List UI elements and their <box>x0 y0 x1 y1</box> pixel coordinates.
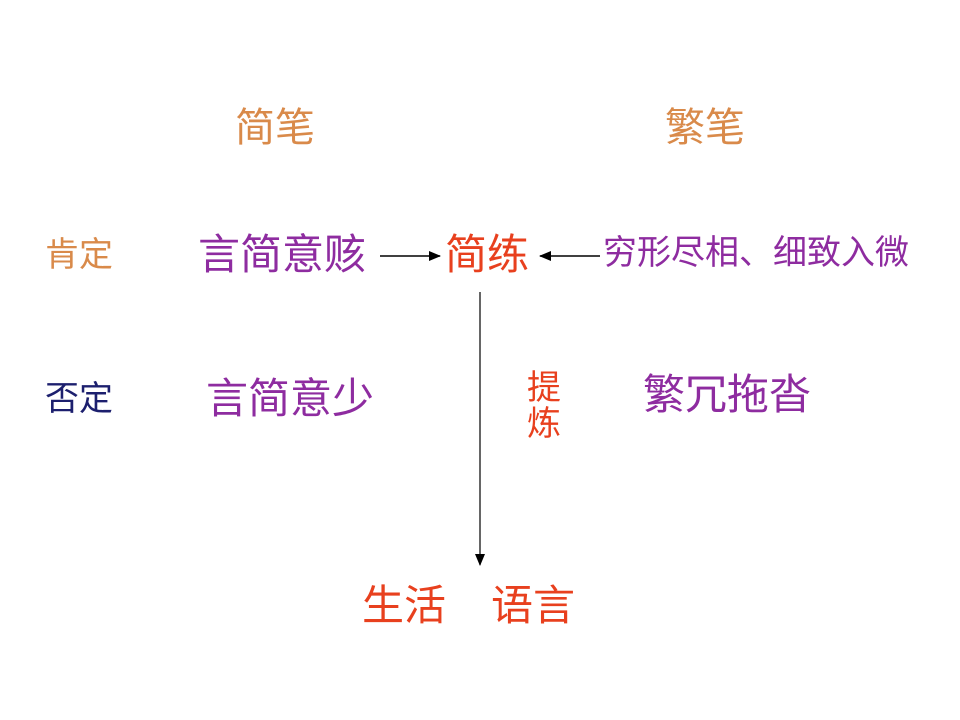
positive-simple-term: 言简意赅 <box>198 230 367 279</box>
row-label-positive: 肯定 <box>45 235 113 275</box>
negative-complex-term: 繁冗拖沓 <box>643 370 812 419</box>
row-label-negative: 否定 <box>45 379 113 419</box>
positive-complex-term: 穷形尽相、细致入微 <box>603 233 909 273</box>
column-header-simple: 简笔 <box>235 105 315 151</box>
bottom-term-language: 语言 <box>491 581 576 630</box>
bottom-term-life: 生活 <box>362 581 447 630</box>
center-term: 简练 <box>445 230 530 279</box>
column-header-complex: 繁笔 <box>665 105 745 151</box>
negative-simple-term: 言简意少 <box>206 374 375 423</box>
refine-label: 提炼 <box>527 368 561 444</box>
